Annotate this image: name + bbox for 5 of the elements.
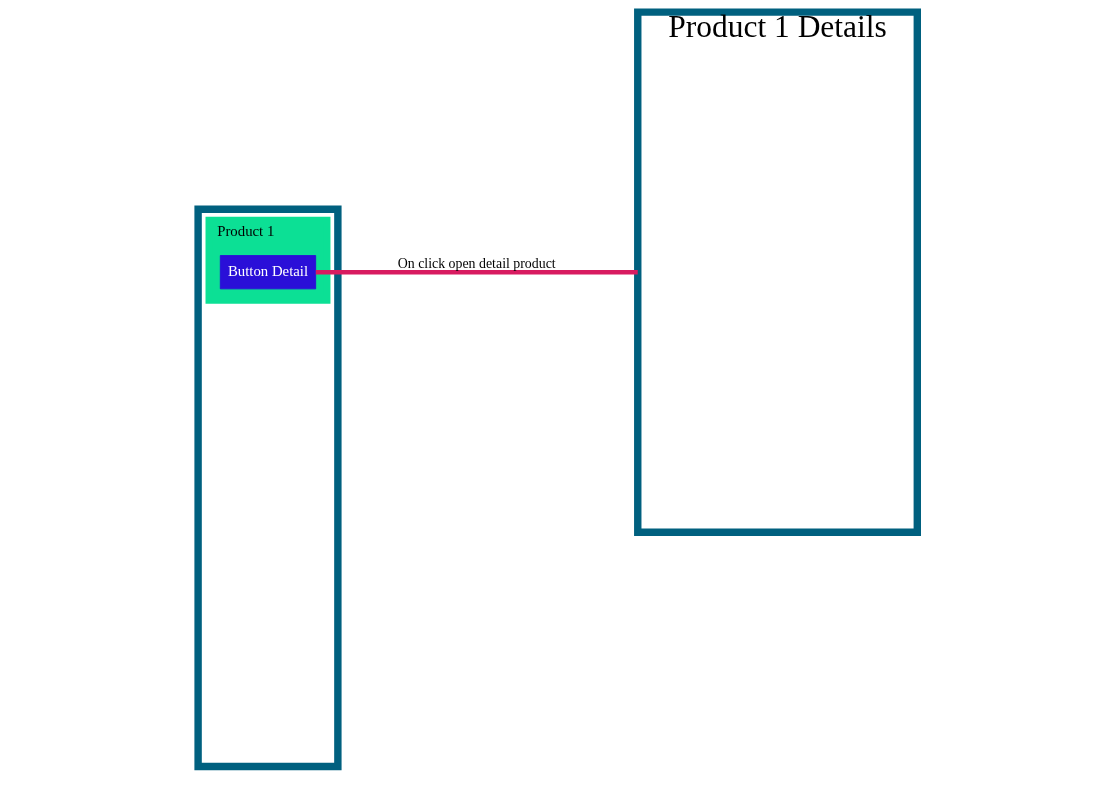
node-box: Button Detail — [219, 255, 317, 290]
node-box: Product 1 Details — [634, 8, 921, 536]
cluster — [194, 205, 342, 771]
edge-label: On click open detail product — [397, 255, 556, 271]
connector — [315, 269, 638, 275]
